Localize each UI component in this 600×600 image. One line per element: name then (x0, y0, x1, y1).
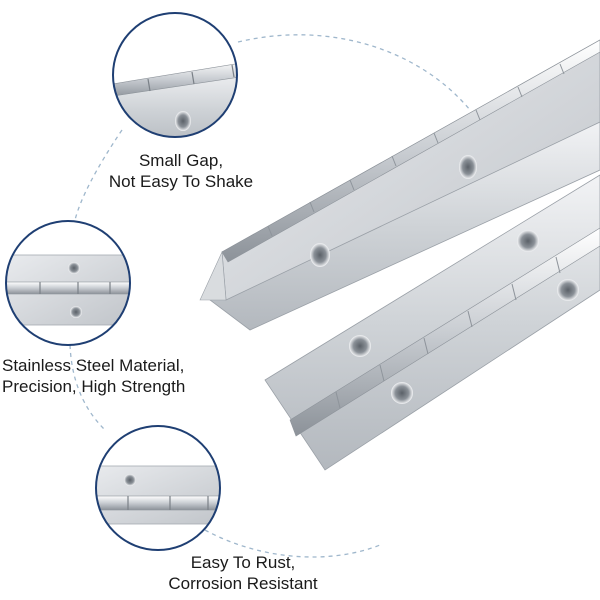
callout-caption-material: Stainless Steel Material, Precision, Hig… (2, 355, 185, 397)
callout-caption-gap: Small Gap, Not Easy To Shake (86, 150, 276, 192)
detail-circle-material (5, 220, 131, 346)
hinge-lower (264, 174, 600, 471)
hinge-upper (199, 39, 600, 331)
detail-circle-corrosion (95, 425, 221, 551)
caption-line: Precision, High Strength (2, 377, 186, 396)
caption-line: Stainless Steel Material, (2, 356, 185, 375)
callout-caption-corrosion: Easy To Rust, Corrosion Resistant (138, 552, 348, 594)
caption-line: Small Gap, (138, 151, 224, 170)
detail-circle-gap (112, 12, 238, 138)
caption-line: Not Easy To Shake (108, 172, 254, 191)
caption-line: Easy To Rust, (190, 553, 296, 572)
caption-line: Corrosion Resistant (168, 574, 318, 593)
